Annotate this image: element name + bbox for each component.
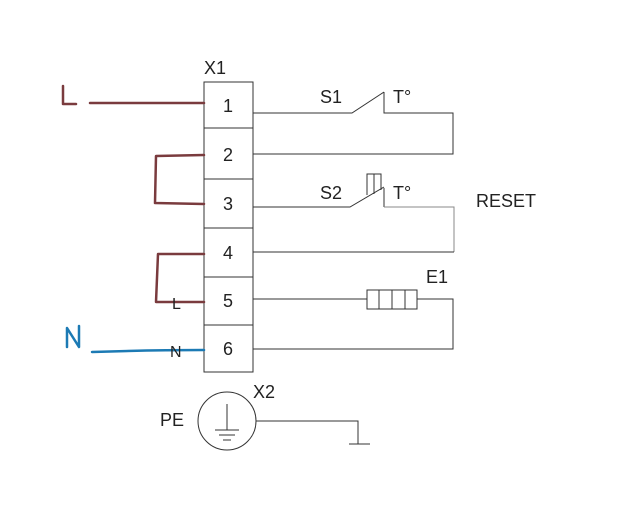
phase-supply-line (61, 84, 206, 106)
s1-return-wire (253, 92, 454, 155)
terminal-number-1: 1 (223, 96, 233, 116)
handwritten-l-glyph (61, 84, 78, 106)
terminal-block-label: X1 (204, 58, 226, 78)
e1-label: E1 (426, 267, 448, 287)
neutral-wire (90, 348, 206, 354)
handwritten-n-glyph (65, 324, 81, 349)
s2-type-label: T° (393, 183, 411, 203)
terminal-number-3: 3 (223, 194, 233, 214)
terminal-number-5: 5 (223, 291, 233, 311)
terminal-6-mark: N (170, 344, 182, 361)
thermostat-s2: S2 T° RESET (253, 173, 536, 253)
terminal-3 (203, 178, 254, 229)
terminal-2 (203, 127, 254, 180)
terminal-block-x1: X1 1 2 3 4 5 6 (203, 58, 254, 373)
s1-contact (253, 91, 385, 114)
e1-return-wire (253, 298, 454, 350)
s1-label: S1 (320, 87, 342, 107)
reset-label: RESET (476, 191, 536, 211)
s1-type-label: T° (393, 87, 411, 107)
s2-return-wire-grey (384, 206, 455, 252)
earth-terminal-x2: X2 PE (160, 382, 370, 451)
thermostat-s1: S1 T° (253, 87, 454, 155)
terminal-5-mark: L (172, 296, 181, 313)
pe-label: PE (160, 410, 184, 430)
terminal-number-6: 6 (223, 339, 233, 359)
earth-wire (256, 420, 359, 444)
neutral-supply-line (65, 324, 206, 354)
s2-label: S2 (320, 183, 342, 203)
terminal-number-4: 4 (223, 243, 233, 263)
heater-element-icon (366, 289, 418, 310)
bridge-wire-2-3 (153, 153, 206, 206)
heater-e1: E1 (253, 267, 454, 350)
s2-contact (253, 186, 385, 208)
terminal-number-2: 2 (223, 145, 233, 165)
terminal-6 (203, 324, 254, 373)
terminal-1 (203, 81, 254, 129)
bridge-wire-4-5 (154, 252, 206, 304)
reset-button-icon (366, 173, 382, 195)
ground-icon (215, 404, 239, 441)
earth-terminal-label: X2 (253, 382, 275, 402)
